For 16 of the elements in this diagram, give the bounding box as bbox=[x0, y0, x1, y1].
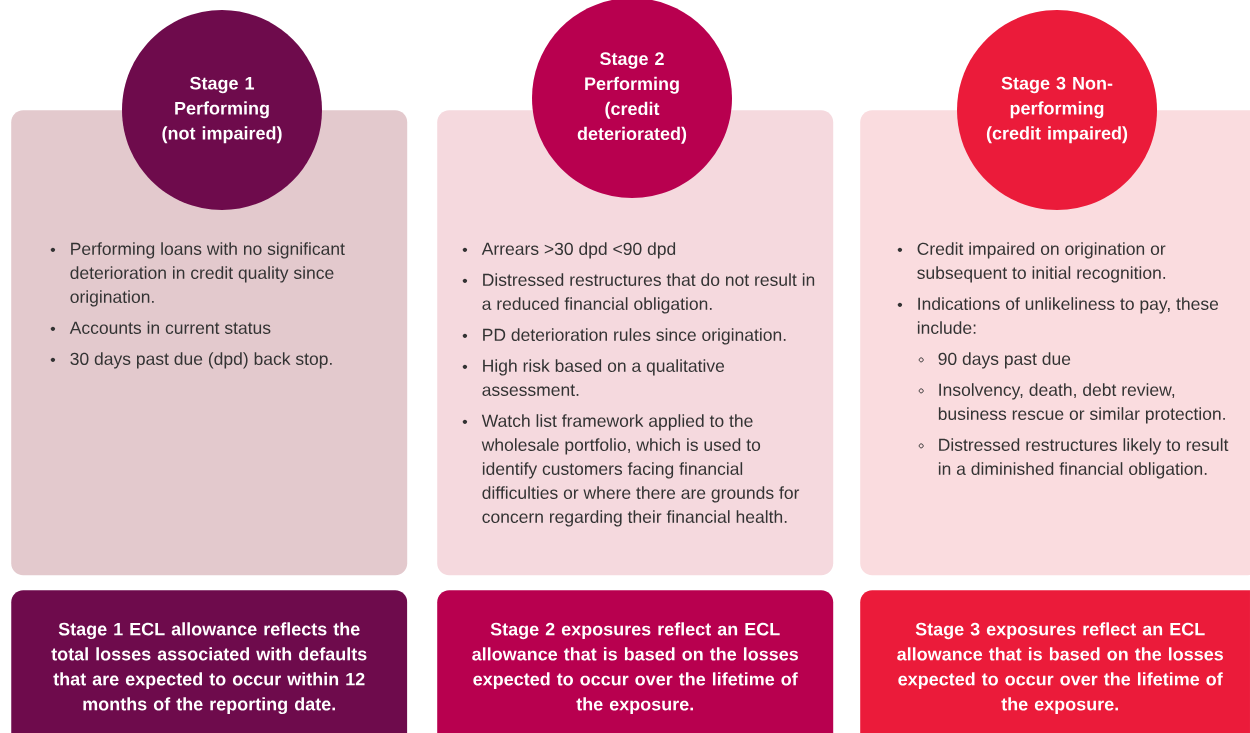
summary-box: Stage 2 exposures reflect an ECL allowance that is based on the losses expected to occur over the lifetime of the exposure. bbox=[437, 590, 834, 733]
bullet-item: 30 days past due (dpd) back stop. bbox=[70, 352, 332, 369]
bullet-item: 90 days past due bbox=[938, 352, 1071, 369]
bullet-item: Indications of unlikeliness to pay, these include: bbox=[917, 297, 1219, 335]
summary-box: Stage 1 ECL allowance reflects the total losses associated with defaults that are expected to occur within 12 months of the reporting date. bbox=[11, 590, 408, 733]
bullet-item: Distressed restructures that do not result in a reduced financial obligation. bbox=[482, 273, 815, 314]
bullet-item: Watch list framework applied to the wholesale portfolio, which is used to identify customers facing financial difficulties or where there are grounds for concern regarding their financial health. bbox=[481, 414, 800, 527]
bullet-item: Accounts in current status bbox=[69, 321, 271, 335]
summary-box: Stage 3 exposures reflect an ECL allowance that is based on the losses expected to occur over the lifetime of the exposure. bbox=[860, 590, 1250, 733]
bullet-item: Performing loans with no significant deterioration in credit quality since origination. bbox=[70, 242, 345, 307]
bullet-item: Credit impaired on origination or subsequent to initial recognition. bbox=[917, 242, 1166, 283]
bullet-item: High risk based on a qualitative assessment. bbox=[482, 359, 725, 397]
bullet-item: Insolvency, death, debt review, business rescue or similar protection. bbox=[938, 383, 1225, 424]
bullet-item: PD deterioration rules since origination. bbox=[483, 328, 786, 345]
bullet-item: Arrears >30 dpd <90 dpd bbox=[481, 242, 676, 259]
bullet-item: Distressed restructures likely to result in a diminished financial obligation. bbox=[938, 438, 1229, 479]
